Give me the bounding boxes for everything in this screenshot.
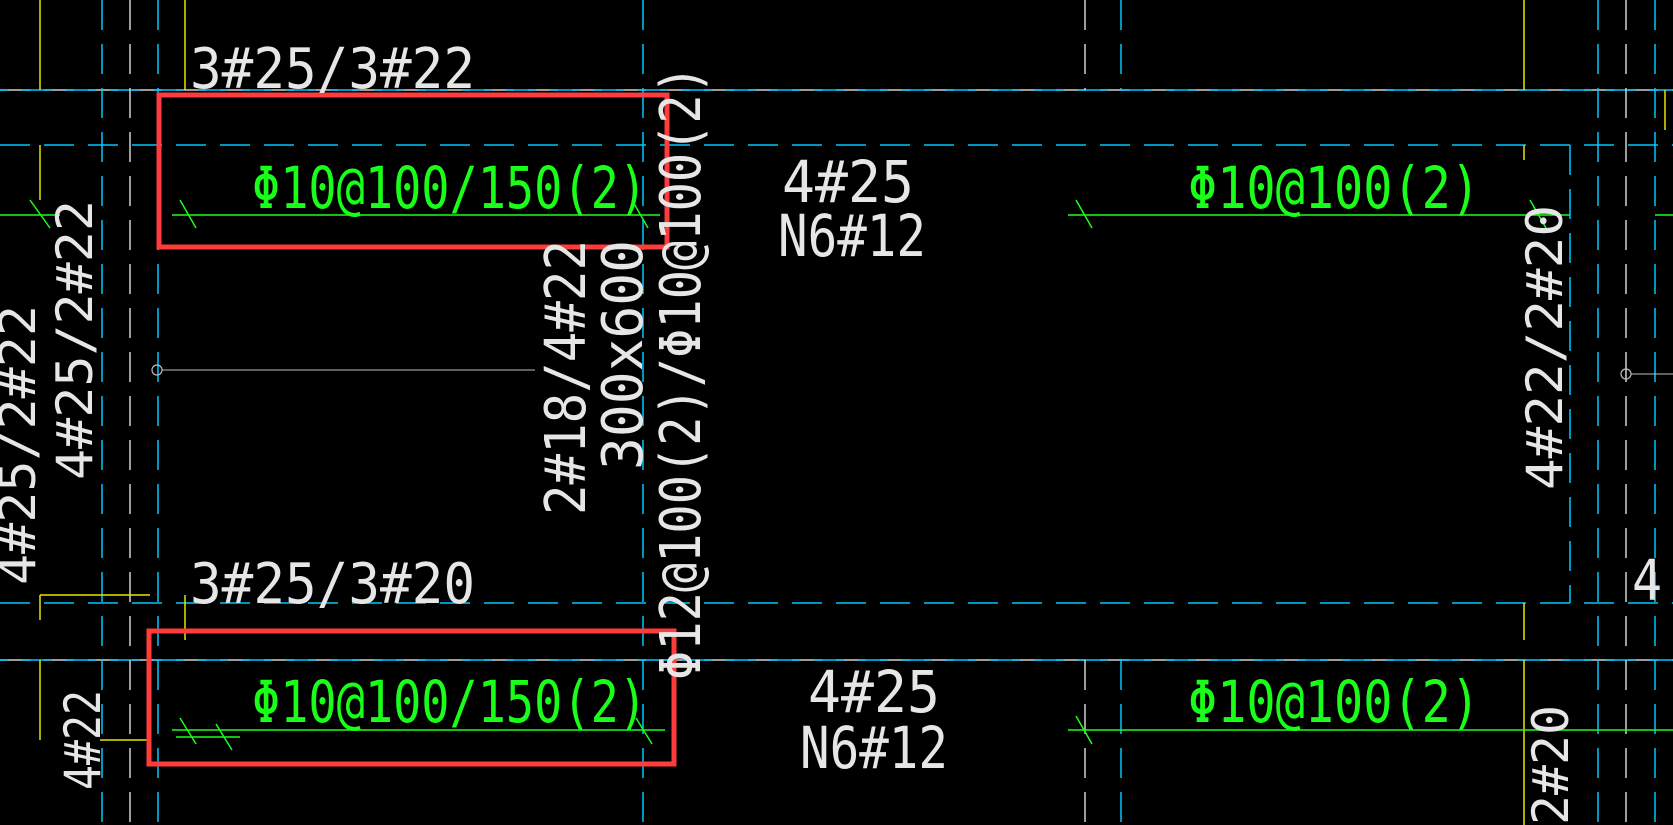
highlight-box-bottom — [146, 628, 677, 767]
leader-lines — [151, 364, 1673, 380]
dimension-tick — [635, 717, 653, 745]
dimension-tick — [179, 199, 197, 229]
lower-rebar-upper-label: 3#25/3#20 — [190, 552, 475, 617]
dimension-tick — [215, 723, 233, 751]
mid-beam-rebar-label: 2#18/4#22 — [534, 240, 599, 515]
mid-beam-section-label: 300x600 — [591, 240, 656, 470]
right-column-rebar-label-a: 4#22/2#20 — [1516, 205, 1574, 490]
dimension-tick — [1075, 199, 1093, 229]
left-column-rebar-label-b: 4#25/2#22 — [0, 305, 47, 585]
left-column-rebar-label-a: 4#25/2#22 — [46, 200, 104, 480]
right-column-rebar-label-b: 2#20 — [1522, 705, 1580, 825]
highlight-boxes — [146, 92, 677, 767]
stirrup-dimension-lines — [0, 199, 1673, 751]
lower-mid-waist-label: N6#12 — [800, 714, 948, 782]
horizontal-beam-lines — [0, 89, 1673, 661]
highlight-box-top — [156, 92, 670, 250]
dimension-tick — [1075, 715, 1093, 745]
dimension-tick — [29, 199, 51, 229]
lower-stirrup-left-label: Φ10@100/150(2) — [252, 668, 647, 736]
leader-origin — [151, 364, 163, 376]
lower-stirrup-right-label: Φ10@100(2) — [1188, 668, 1480, 736]
vertical-labels: 4#25/2#22 4#25/2#22 4#22 2#18/4#22 300x6… — [0, 65, 1662, 825]
top-mid-waist-label: N6#12 — [778, 202, 926, 270]
far-right-label: 4 — [1632, 549, 1662, 614]
dimension-tick — [1529, 199, 1547, 229]
horizontal-labels: 3#25/3#22 Φ10@100/150(2) 4#25 N6#12 Φ10@… — [190, 37, 1480, 782]
top-mid-rebar-label: 4#25 — [782, 148, 914, 216]
vertical-beam-lines — [101, 0, 1656, 825]
top-stirrup-left-label: Φ10@100/150(2) — [252, 154, 647, 222]
left-column-rebar-label-c: 4#22 — [54, 690, 112, 790]
column-outlines — [39, 0, 1666, 825]
top-stirrup-right-label: Φ10@100(2) — [1188, 154, 1480, 222]
dimension-tick — [631, 199, 649, 229]
dimension-tick — [179, 717, 197, 745]
mid-beam-stirrup-label: Φ12@100(2)/Φ10@100(2) — [649, 65, 714, 680]
top-rebar-upper-label: 3#25/3#22 — [190, 37, 475, 102]
lower-mid-rebar-label: 4#25 — [808, 658, 940, 726]
